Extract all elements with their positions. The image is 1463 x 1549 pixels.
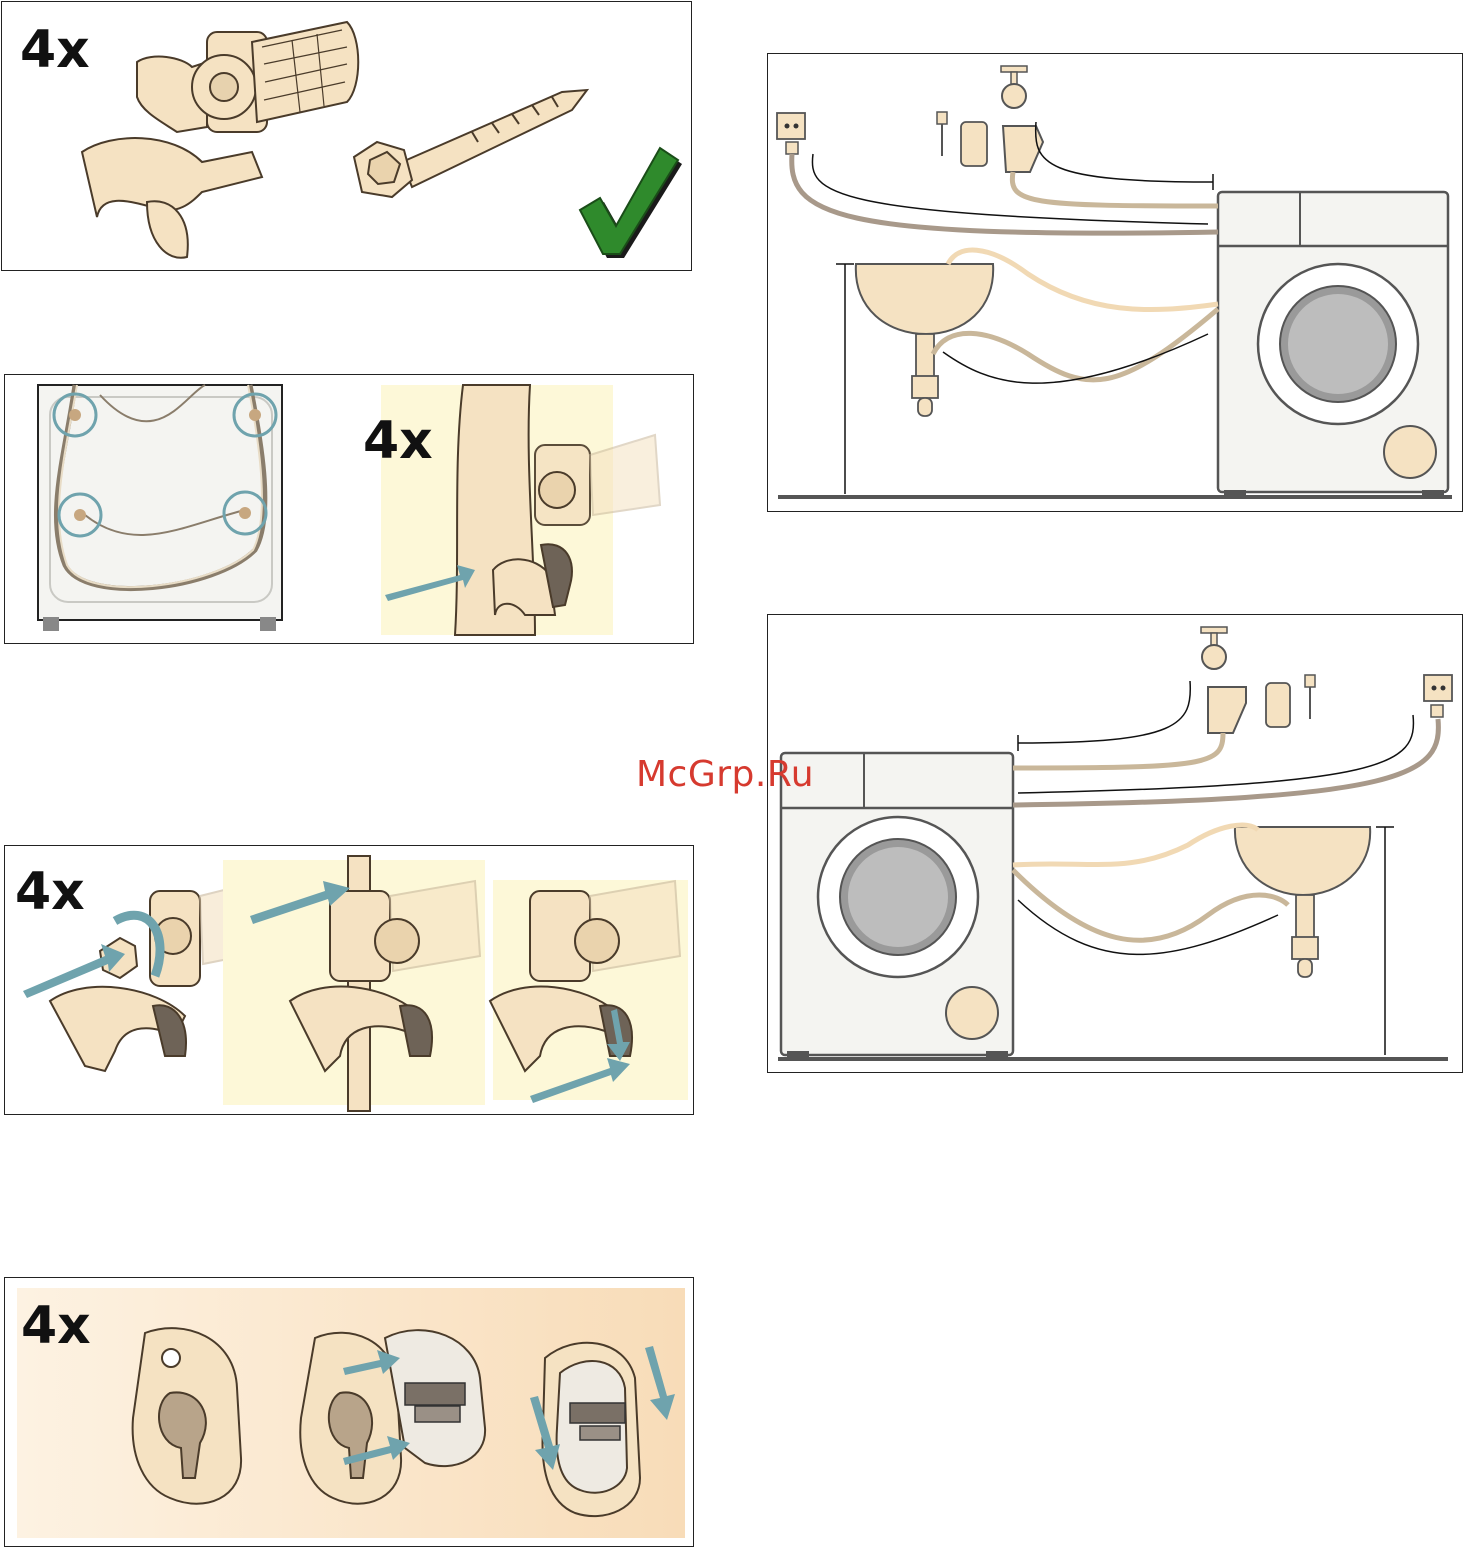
panel-back-view: 4x (4, 374, 694, 644)
machine-back-icon (38, 385, 282, 631)
panel-installation-right (767, 53, 1463, 512)
checkmark-icon (580, 148, 682, 258)
washing-machine-icon (1218, 192, 1448, 496)
step-3-icon (490, 880, 688, 1103)
quantity-label: 4x (363, 415, 433, 467)
sink-icon (1235, 827, 1370, 977)
bolt-illustration (2, 2, 692, 271)
watermark: McGrp.Ru (636, 754, 814, 795)
panel-transport-bolts: 4x (1, 1, 692, 271)
sink-icon (856, 264, 993, 416)
power-socket-icon (777, 113, 805, 154)
panel-unscrew: 4x (4, 845, 694, 1115)
washing-machine-icon (781, 753, 1013, 1057)
bracket-icon (82, 22, 358, 258)
power-socket-icon (1424, 675, 1452, 717)
cap-plate-icon (133, 1328, 241, 1504)
fittings-icon (937, 112, 987, 166)
fittings-icon (1266, 675, 1315, 727)
water-tap-icon (1201, 627, 1246, 733)
quantity-label: 4x (20, 24, 90, 76)
panel-installation-left (767, 614, 1463, 1073)
panel-cover-caps: 4x (4, 1277, 694, 1547)
back-view-illustration (5, 375, 694, 644)
unscrew-illustration (5, 846, 694, 1115)
quantity-label: 4x (15, 866, 85, 918)
quantity-label: 4x (21, 1300, 91, 1352)
installation-right-illustration (768, 54, 1463, 512)
step-2-icon (223, 856, 485, 1111)
bolt-icon (354, 90, 587, 197)
installation-left-illustration (768, 615, 1463, 1073)
water-tap-icon (1001, 66, 1043, 172)
caps-illustration (5, 1278, 694, 1547)
